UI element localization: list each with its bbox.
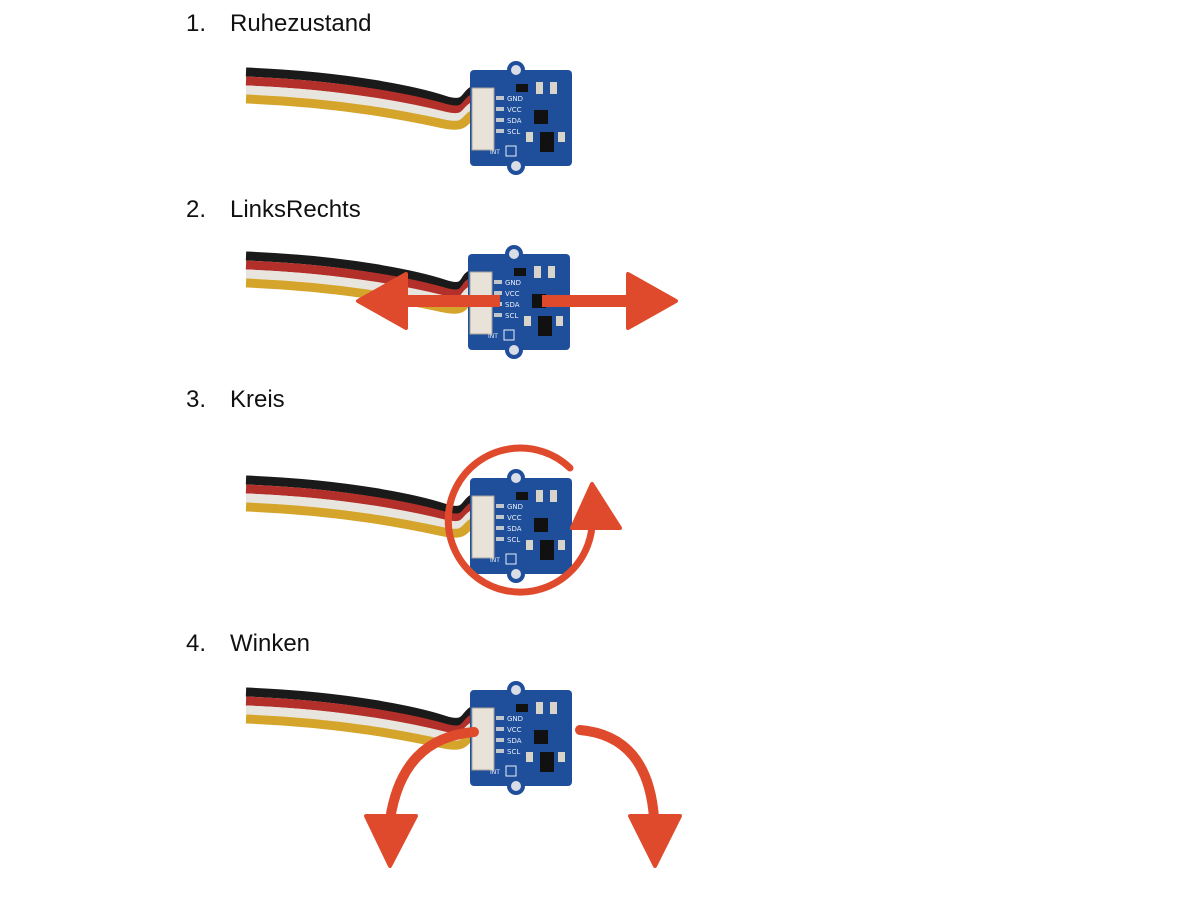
grove-cable: [245, 67, 477, 130]
pin-label: SDA: [505, 301, 520, 309]
sensor-illustration: GND VCC SDA SCL INT: [245, 245, 678, 359]
mount-hole: [511, 781, 521, 791]
pin-label: SCL: [507, 128, 520, 136]
arrow-right-icon: [542, 272, 678, 330]
pin-label: GND: [507, 715, 523, 723]
sensor-chip: [534, 730, 548, 744]
pin-label: SDA: [507, 117, 522, 125]
mount-hole: [511, 685, 521, 695]
list-label: LinksRechts: [230, 196, 361, 223]
pin-label: VCC: [507, 106, 522, 114]
int-label: INT: [488, 333, 498, 340]
grove-cable: [245, 475, 477, 538]
pin-label: GND: [507, 95, 523, 103]
list-number: 2.: [186, 196, 207, 223]
sensor-illustration: GND VCC SDA SCL INT: [245, 444, 622, 596]
list-item-1-title: 1. Ruhezustand: [186, 10, 371, 38]
connector-j2: [471, 707, 495, 771]
int-pad: [503, 329, 515, 341]
arrow-down-right-icon: [575, 725, 682, 868]
mount-hole: [511, 473, 521, 483]
int-pad: [505, 553, 517, 565]
list-item-2-title: 2. LinksRechts: [186, 196, 361, 224]
list-item-4-title: 4. Winken: [186, 630, 310, 658]
list-number: 1.: [186, 10, 207, 37]
pin-label: VCC: [507, 514, 522, 522]
sensor-illustration: GND VCC SDA SCL INT: [245, 681, 682, 868]
arrow-down-left-icon: [364, 727, 479, 868]
list-number: 3.: [186, 386, 207, 413]
int-pad: [505, 145, 517, 157]
pin-label: SCL: [505, 312, 518, 320]
mount-hole: [509, 249, 519, 259]
int-label: INT: [490, 149, 500, 156]
pin-label: SCL: [507, 748, 520, 756]
pin-label: GND: [507, 503, 523, 511]
list-label: Ruhezustand: [230, 10, 372, 37]
pin-label: SDA: [507, 525, 522, 533]
figure-rest: GND VCC SDA SCL INT: [230, 60, 630, 180]
pin-label: VCC: [505, 290, 520, 298]
connector-j2: [471, 495, 495, 559]
figure-left-right: GND VCC SDA SCL INT: [230, 244, 690, 364]
sensor-module: GND VCC SDA SCL INT: [245, 469, 572, 583]
sensor-illustration: GND VCC SDA SCL INT: [245, 61, 572, 175]
list-number: 4.: [186, 630, 207, 657]
list-label: Winken: [230, 630, 311, 657]
int-label: INT: [490, 557, 500, 564]
figure-circle: GND VCC SDA SCL INT: [230, 444, 650, 618]
sensor-chip: [534, 110, 548, 124]
sensor-chip: [534, 518, 548, 532]
int-label: INT: [490, 769, 500, 776]
connector-j2: [471, 87, 495, 151]
pin-label: VCC: [507, 726, 522, 734]
list-item-3-title: 3. Kreis: [186, 386, 285, 414]
mount-hole: [511, 65, 521, 75]
circular-arrow-icon: [444, 444, 622, 596]
figure-wave: GND VCC SDA SCL INT: [230, 680, 690, 880]
mount-hole: [511, 569, 521, 579]
sensor-module: GND VCC SDA SCL INT: [245, 681, 572, 795]
pin-label: SDA: [507, 737, 522, 745]
mount-hole: [509, 345, 519, 355]
mount-hole: [511, 161, 521, 171]
sensor-module: GND VCC SDA SCL INT: [245, 61, 572, 175]
int-pad: [505, 765, 517, 777]
arrow-left-icon: [356, 272, 500, 330]
pin-label: GND: [505, 279, 521, 287]
pin-label: SCL: [507, 536, 520, 544]
list-label: Kreis: [230, 386, 285, 413]
